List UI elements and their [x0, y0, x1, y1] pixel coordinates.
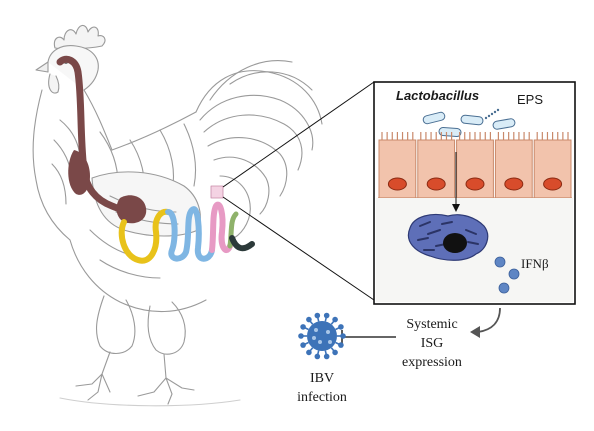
panel-to-systemic-arrowhead [470, 326, 480, 338]
inhibition-bar [341, 330, 396, 344]
virus-spike-tip [314, 353, 321, 360]
isg-label: ISG [420, 336, 444, 351]
eps-rod [492, 118, 516, 130]
ifn-beta-dot [508, 268, 520, 280]
rooster-outline [32, 24, 323, 407]
virus-texture-dot [328, 340, 332, 344]
intestinal-epithelium [378, 132, 572, 199]
virus-spike-tip [332, 316, 338, 323]
virus-spike-tip [323, 353, 330, 360]
virus-spike-tip [300, 324, 306, 330]
immune-cell [407, 213, 489, 261]
eps-rod [460, 114, 484, 126]
virus-spike-tip [323, 312, 330, 319]
eps-dot [487, 114, 491, 118]
cell-granule [467, 241, 479, 245]
virus-spike-tip [306, 349, 312, 356]
eps-label: EPS [517, 92, 544, 107]
gizzard [116, 195, 147, 224]
systemic-label: Systemic [406, 317, 458, 332]
ifn-beta-dot [494, 256, 506, 268]
ceca [227, 211, 239, 249]
ileum [209, 201, 233, 253]
epithelial-nucleus [387, 177, 407, 191]
panel-to-systemic-arrow [477, 307, 501, 333]
virus-spike-tip [332, 349, 338, 356]
digestive-tract [56, 55, 255, 264]
eps-rod [422, 111, 446, 125]
epithelial-nucleus [465, 177, 485, 191]
virus-spike-tip [338, 342, 344, 348]
cell-granule [427, 229, 441, 235]
crop [68, 150, 90, 195]
ifn-beta-label: IFNβ [521, 256, 549, 271]
virus-texture-dot [312, 336, 316, 340]
virus-spike-tip [314, 312, 321, 319]
cell-granule [419, 221, 431, 227]
virus-spike-tip [338, 324, 344, 330]
cell-granule [441, 221, 453, 225]
ibv-label: IBV [309, 371, 335, 386]
eps-rod [438, 127, 462, 137]
virus-spike-tip [300, 342, 306, 348]
eps-dots [484, 108, 500, 120]
eps-dot [484, 116, 488, 120]
colon [229, 235, 255, 252]
cell-nucleus [443, 233, 467, 253]
jejunum [165, 206, 215, 262]
virus-spike-tip [306, 316, 312, 323]
ifn-beta-dot [498, 282, 510, 294]
epithelial-nucleus [543, 177, 563, 191]
virus-texture-dot [314, 328, 318, 332]
epithelial-nucleus [426, 177, 446, 191]
eps-particles [422, 111, 516, 137]
eps-dot [493, 110, 497, 114]
virus-texture-dot [318, 340, 322, 344]
duodenum [118, 208, 171, 264]
lactobacillus-label: Lactobacillus [396, 88, 480, 103]
eps-dot [496, 108, 500, 112]
cell-granule [417, 237, 429, 241]
virus-texture-dot [326, 330, 330, 334]
zoom-lines [222, 81, 375, 301]
ifn-beta-molecules [494, 256, 520, 294]
virus-spike-tip [340, 333, 346, 339]
epithelial-nucleus [504, 177, 524, 191]
cell-granule [465, 229, 477, 235]
infection-label: infection [297, 390, 347, 405]
virus-body [307, 321, 337, 351]
expression-label: expression [402, 355, 462, 370]
eps-dot [490, 112, 494, 116]
virus-spike-tip [298, 333, 304, 339]
zoom-panel [373, 81, 576, 305]
ibv-virus [298, 312, 346, 360]
signal-arrow [452, 152, 460, 212]
sampling-site-box [210, 185, 224, 199]
